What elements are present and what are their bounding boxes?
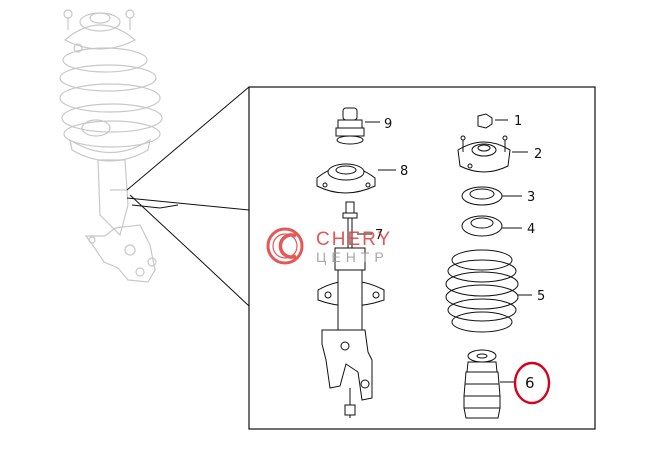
watermark-brand: CHERY: [316, 229, 392, 250]
callout-5: 5: [537, 289, 545, 304]
callout-9: 9: [384, 117, 392, 132]
part-2-top-mount: [457, 135, 528, 173]
part-5-coil-spring: [445, 249, 532, 333]
callout-8: 8: [400, 164, 408, 179]
part-8-upper-seat: [316, 163, 396, 194]
part-4-spring-seat: [461, 215, 522, 237]
zoom-lines: [126, 86, 250, 307]
part-7-shock-absorber: [317, 201, 385, 418]
callout-3: 3: [527, 190, 535, 205]
watermark-logo: CHERY ЦЕНТР: [266, 227, 392, 265]
highlight-circle: [513, 361, 551, 405]
callout-1: 1: [514, 114, 522, 129]
detail-frame: [248, 86, 596, 430]
part-3-bearing: [461, 186, 522, 206]
callout-2: 2: [534, 147, 542, 162]
callout-7: 7: [375, 228, 383, 243]
callout-4: 4: [527, 222, 535, 237]
watermark-sub: ЦЕНТР: [316, 249, 389, 265]
callout-labels: 1 2 3 4 5 6 7 8 9: [375, 114, 545, 392]
part-1-nut: [477, 113, 508, 129]
part-9-bump-stop: [335, 107, 380, 145]
assembled-strut-ghost: [59, 9, 163, 283]
callout-6: 6: [525, 374, 535, 392]
part-6-dust-boot: [463, 349, 514, 419]
